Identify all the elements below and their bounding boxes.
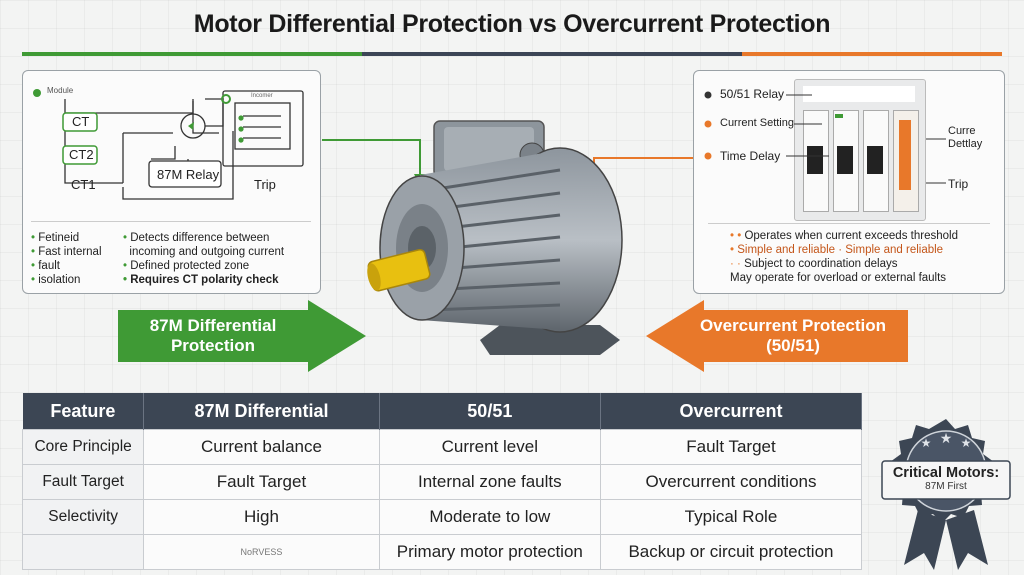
trip-label-right: Trip [948,177,969,191]
table-cell: Primary motor protection [378,534,601,570]
table-cell: Core Principle [21,429,145,465]
ct1-label: CT1 [71,177,96,192]
table-header: Overcurrent [600,393,863,430]
table-cell: NᴏRVESS [143,534,380,570]
list-item: • • Operates when current exceeds thresh… [730,230,958,242]
trip-label: Trip [254,177,276,192]
relay-device-image [794,79,926,221]
title-rule-navy [362,52,742,56]
left-bullet-column-b: • Detects difference between incoming an… [123,231,318,287]
orange-arrow-5051 [646,300,908,372]
table-cell: Backup or circuit protection [599,534,863,570]
svg-text:★: ★ [940,430,953,446]
ct2-label: CT2 [69,147,94,162]
table-cell: Fault Target [21,464,145,500]
arrow-5051-label: Overcurrent Protection (50/51) [699,316,887,355]
table-cell: Fault Target [143,464,380,500]
dettlay-label: Dettlay [948,138,983,150]
title-rule-green [22,52,362,56]
relay-5051-label: 50/51 Relay [720,87,785,101]
list-item: • Detects difference between [123,232,270,244]
page-title: Motor Differential Protection vs Overcur… [193,10,831,38]
table-header: 50/51 [379,393,601,430]
table-cell: Current level [378,429,601,465]
table-cell: Moderate to low [378,499,601,535]
incomer-label: Incomer [251,93,273,99]
differential-circuit-diagram [33,89,304,200]
svg-text:★: ★ [961,436,972,450]
table-row: Core Principle Current balance Current l… [21,429,863,465]
curre-label: Curre [948,125,976,137]
right-bullet-list: • • Operates when current exceeds thresh… [730,229,1000,285]
list-item: • Fast internal [31,246,102,258]
time-delay-label: Time Delay [720,149,781,163]
list-item: incoming and outgoing current [129,246,285,258]
list-item: • Simple and reliable · Simple and relia… [730,244,944,256]
table-row: Fault Target Fault Target Internal zone … [21,464,863,500]
badge-label: Critical Motors: 87M First [892,465,1000,492]
panel-divider [31,221,311,222]
ct-label: CT [72,114,90,129]
table-row: NᴏRVESS Primary motor protection Backup … [21,534,863,570]
list-item: • fault [31,260,60,272]
list-item: • Defined protected zone [123,260,250,272]
critical-motors-badge: ★ ★ ★ [881,419,1011,570]
table-header: 87M Differential [143,393,380,430]
table-cell: Fault Target [599,429,863,465]
relay-callout-lines [704,91,946,184]
overcurrent-panel: 50/51 Relay Current Setting Time Delay C… [693,70,1005,294]
list-item: • Fetineid [31,232,80,244]
table-header: Feature [22,393,145,430]
list-item: • isolation [31,274,81,286]
table-cell: Overcurrent conditions [599,464,863,500]
table-header-row: Feature 87M Differential 50/51 Overcurre… [22,393,863,430]
table-cell: Current balance [143,429,380,465]
left-bullet-column-a: • Fetineid • Fast internal • fault • iso… [31,231,123,287]
table-cell: Selectivity [21,499,145,535]
table-cell [21,534,145,570]
list-item: · · Subject to coordination delays [730,258,898,270]
relay-87m-label: 87M Relay [157,167,220,182]
table-row: Selectivity High Moderate to low Typical… [21,499,863,535]
green-arrow-87m [118,300,366,372]
differential-panel: Module CT CT2 CT1 87M Relay Trip Incomer… [22,70,321,294]
list-item: May operate for overload or external fau… [730,272,947,284]
table-cell: Typical Role [599,499,863,535]
module-label: Module [47,86,74,95]
table-cell: Internal zone faults [378,464,601,500]
arrow-87m-label: 87M Differential Protection [149,316,277,355]
panel-divider [708,223,990,224]
svg-text:★: ★ [921,436,932,450]
comparison-table: Feature 87M Differential 50/51 Overcurre… [21,393,863,570]
list-item: • Requires CT polarity check [123,274,279,286]
electric-motor-illustration [367,120,623,355]
title-rule-orange [742,52,1002,56]
table-cell: High [143,499,380,535]
current-setting-label: Current Setting [720,117,794,129]
